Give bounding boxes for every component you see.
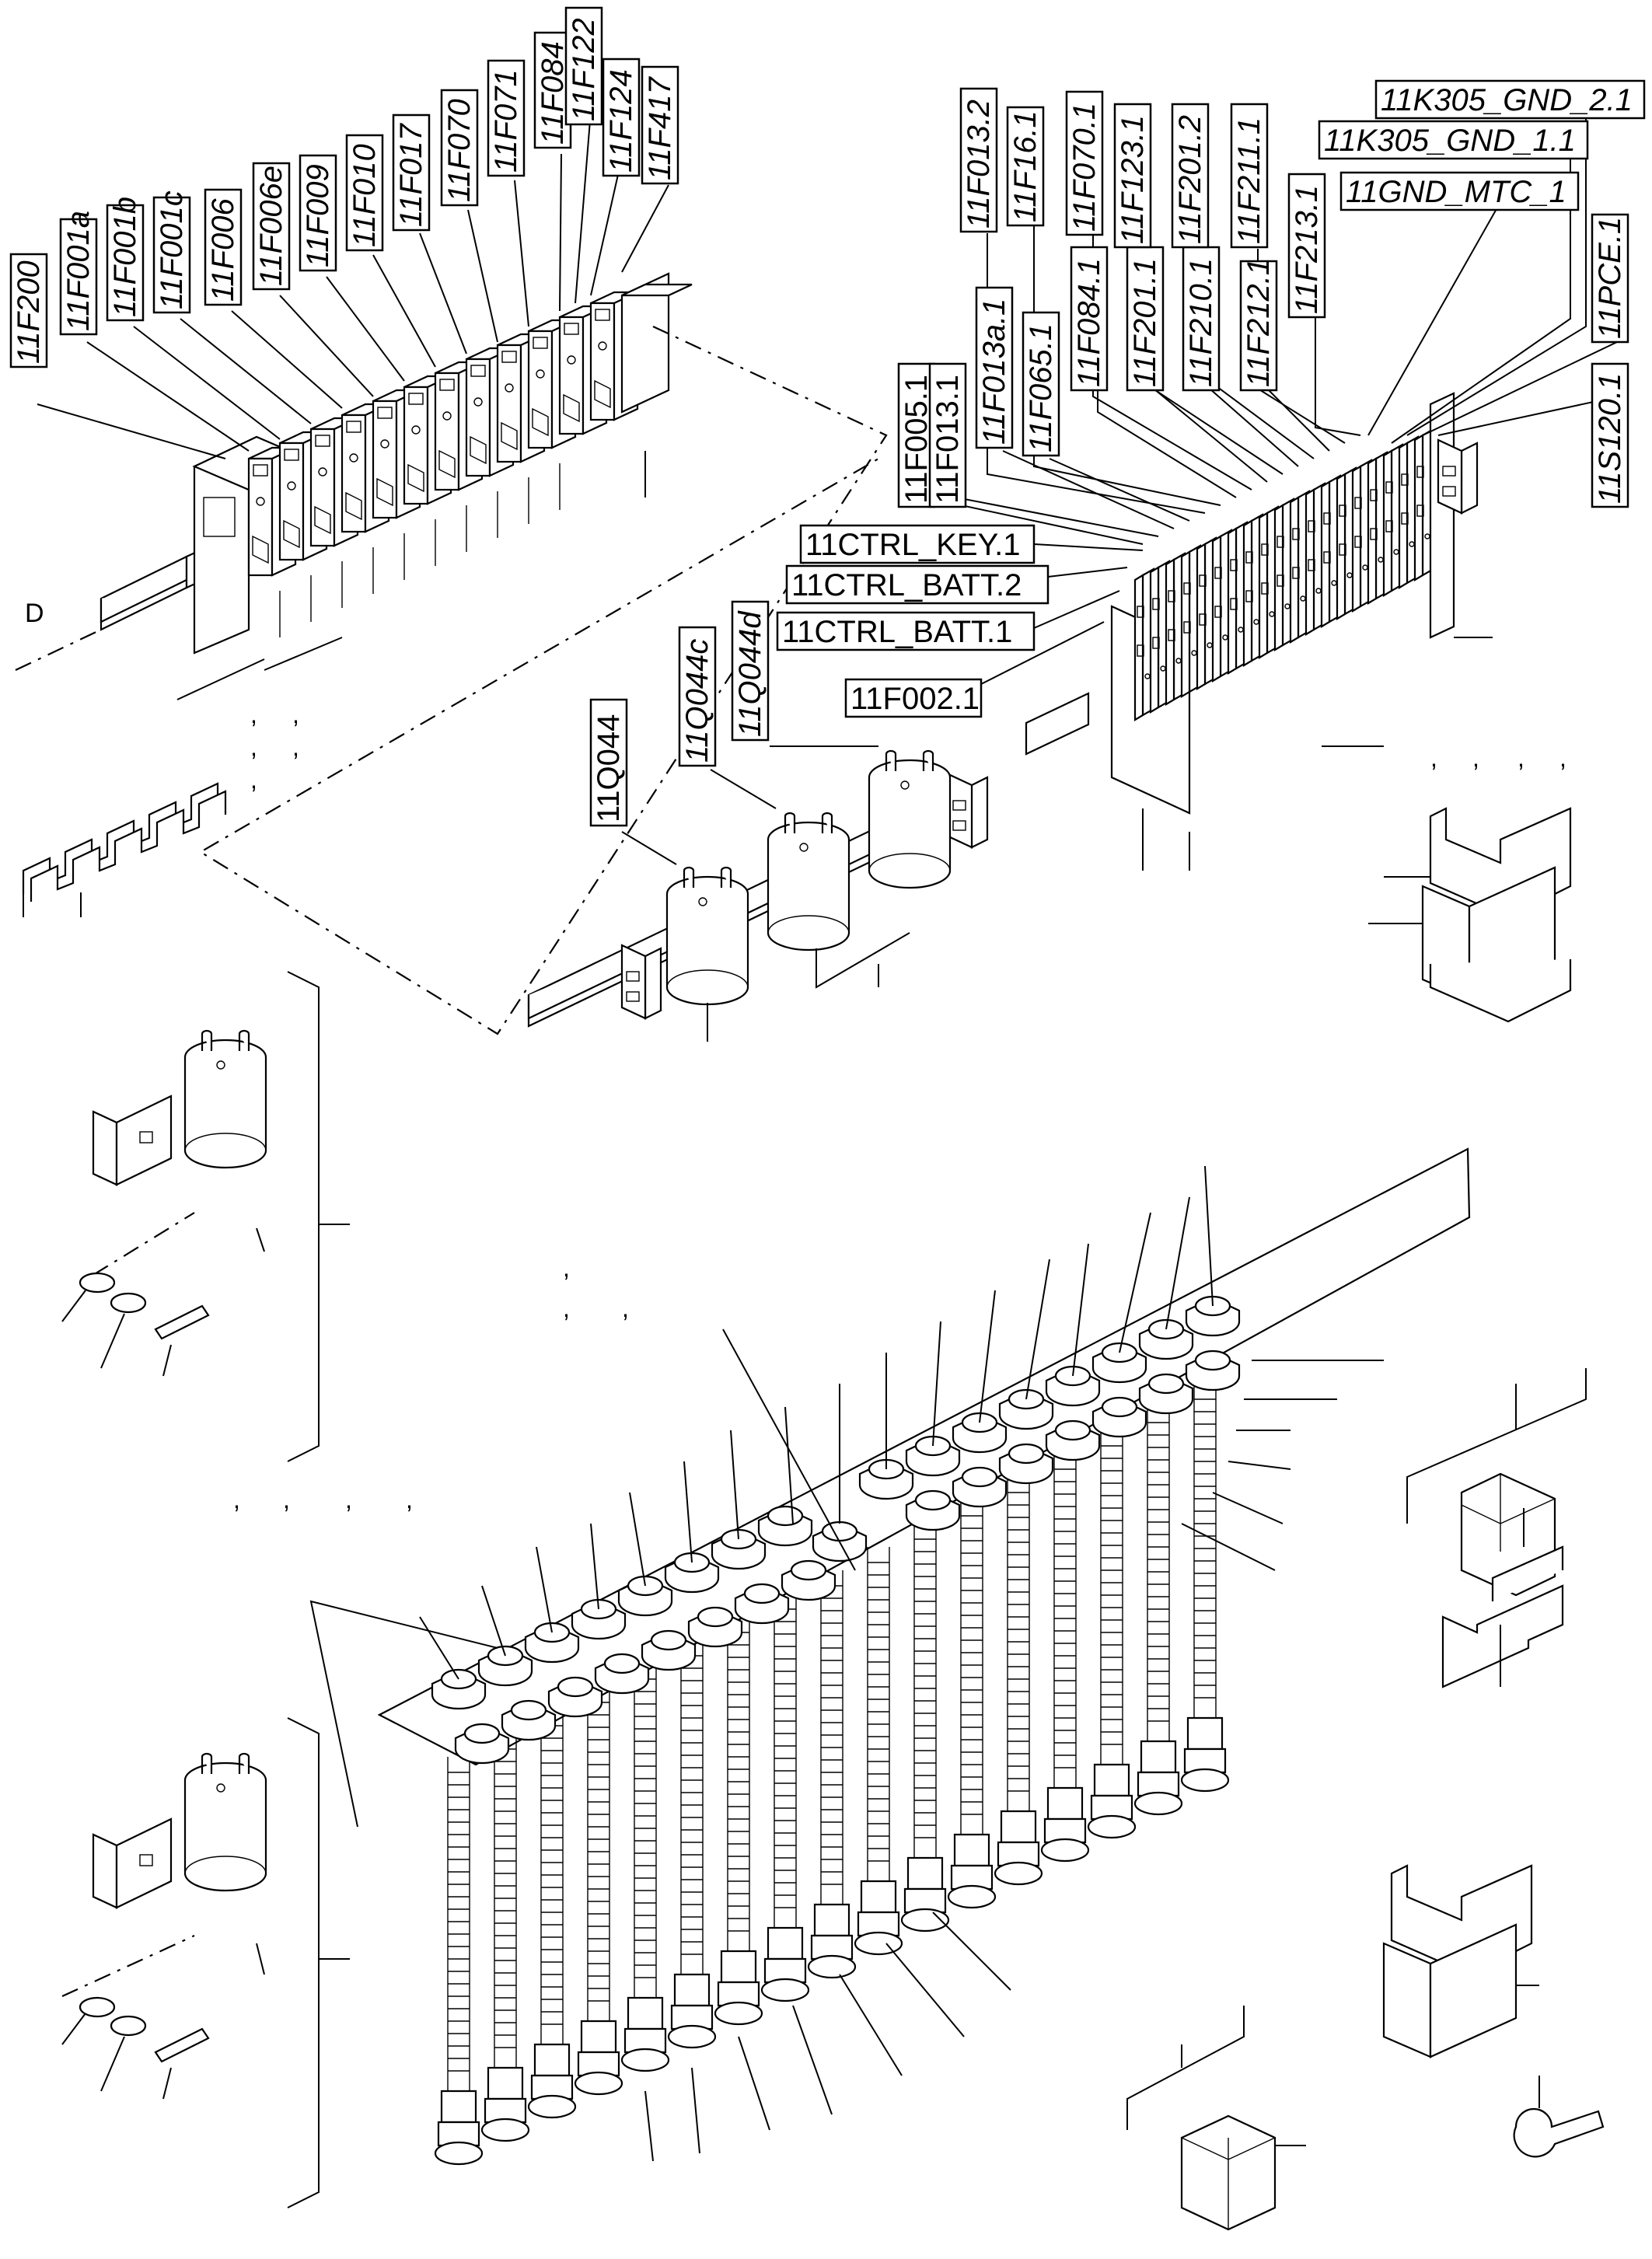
terminal-label: 11F211.1 <box>1232 117 1266 244</box>
terminal-label: 11GND_MTC_1 <box>1346 175 1566 209</box>
leader <box>264 637 343 671</box>
relay-detail-upper <box>61 971 350 1462</box>
terminal-label: 11F212.1 <box>1242 258 1276 387</box>
breaker-label: 11F001b <box>108 197 142 317</box>
breaker-label-group: 11F200 11F001a 11F001b 11F001c 11F006 11… <box>9 6 679 368</box>
breaker-label: 11F071 <box>489 69 523 173</box>
terminal-label: 11CTRL_BATT.1 <box>782 615 1012 649</box>
view-letter: D <box>25 599 44 628</box>
terminal-label: 11F065.1 <box>1024 323 1058 452</box>
separator: , <box>292 700 299 728</box>
breaker-label: 11F084 <box>536 41 570 145</box>
terminal-label: 11F16.1 <box>1008 110 1043 222</box>
separator: , <box>250 700 257 728</box>
gland-panel-assembly <box>377 1147 1471 2166</box>
breaker-label: 11F010 <box>348 144 382 247</box>
terminal-label: 11F005.1 <box>899 375 934 504</box>
terminal-label: 11F084.1 <box>1072 258 1106 387</box>
terminal-label: 11K305_GND_1.1 <box>1324 124 1576 158</box>
terminal-label: 11F013a.1 <box>977 299 1011 445</box>
relay-socket-upper <box>1368 807 1572 1023</box>
separator: , <box>233 1486 240 1514</box>
relay-label-group: 11Q044 11Q044c 11Q044d <box>589 600 878 865</box>
breaker-label: 11F009 <box>301 164 335 267</box>
separator: , <box>1472 744 1479 772</box>
separator-group: , , , , , , , , , , , , , , , , <box>233 700 1566 1514</box>
view-line <box>15 629 102 671</box>
breaker-label: 11F017 <box>394 123 428 227</box>
breaker-label: 11F006e <box>254 166 288 286</box>
terminal-label: 11F210.1 <box>1184 258 1218 387</box>
breaker-label: 11F006 <box>206 198 240 302</box>
terminal-label: 11CTRL_KEY.1 <box>805 528 1020 562</box>
terminal-label-horizontal-group: 11K305_GND_2.1 11K305_GND_1.1 11GND_MTC_… <box>776 79 1646 718</box>
separator: , <box>1518 744 1525 772</box>
separator: , <box>345 1486 352 1514</box>
terminal-label: 11S120.1 <box>1593 373 1627 504</box>
separator: , <box>406 1486 413 1514</box>
relay-label: 11Q044 <box>592 714 626 822</box>
breaker-label: 11F200 <box>12 260 46 364</box>
plug-relay-group <box>1406 1368 1587 1688</box>
separator: , <box>563 1254 570 1282</box>
separator: , <box>292 733 299 761</box>
terminal-label: 11F201.2 <box>1173 115 1207 244</box>
terminal-label: 11F201.1 <box>1128 258 1162 387</box>
separator: , <box>1430 744 1437 772</box>
separator: , <box>283 1486 290 1514</box>
separator: , <box>250 766 257 794</box>
separator: , <box>250 733 257 761</box>
breaker-rail-assembly <box>100 272 693 655</box>
relay-rail-assembly <box>527 749 989 1042</box>
terminal-strip-assembly <box>1025 392 1493 871</box>
terminal-label: 11F013.2 <box>962 100 996 229</box>
breaker-label: 11F122 <box>567 18 601 121</box>
terminal-label: 11F213.1 <box>1290 185 1324 314</box>
breaker-label: 11F070 <box>442 99 477 202</box>
breaker-leaders <box>37 91 669 459</box>
separator: , <box>563 1294 570 1322</box>
leader <box>176 658 265 700</box>
breaker-label: 11F001c <box>155 190 189 309</box>
terminal-label: 11F002.1 <box>850 682 980 716</box>
gland-leaders <box>309 1165 1384 2162</box>
relay-label: 11Q044d <box>733 610 767 737</box>
terminal-label: 11F013.1 <box>931 375 965 504</box>
relay-detail-lower <box>61 1717 350 2208</box>
relay-socket-lower <box>1382 1864 1539 2058</box>
breaker-label: 11F001a <box>61 211 96 331</box>
terminal-label: 11PCE.1 <box>1593 217 1627 339</box>
terminal-label: 11K305_GND_2.1 <box>1381 83 1633 117</box>
breaker-label: 11F124 <box>604 69 638 173</box>
terminal-label-vertical-group: 11F005.1 11F013.1 11F013a.1 11F065.1 11F… <box>897 87 1629 508</box>
terminal-label: 11F070.1 <box>1067 103 1102 232</box>
dash-line <box>198 326 888 1035</box>
terminal-label: 11CTRL_BATT.2 <box>791 568 1022 602</box>
relay-label: 11Q044c <box>680 639 714 763</box>
separator: , <box>1559 744 1566 772</box>
small-relay <box>1126 2006 1306 2231</box>
cable-clamp <box>1513 2076 1605 2158</box>
wire-comb <box>22 782 227 917</box>
breaker-label: 11F417 <box>643 76 677 180</box>
terminal-label: 11F123.1 <box>1116 115 1150 244</box>
separator: , <box>622 1294 629 1322</box>
